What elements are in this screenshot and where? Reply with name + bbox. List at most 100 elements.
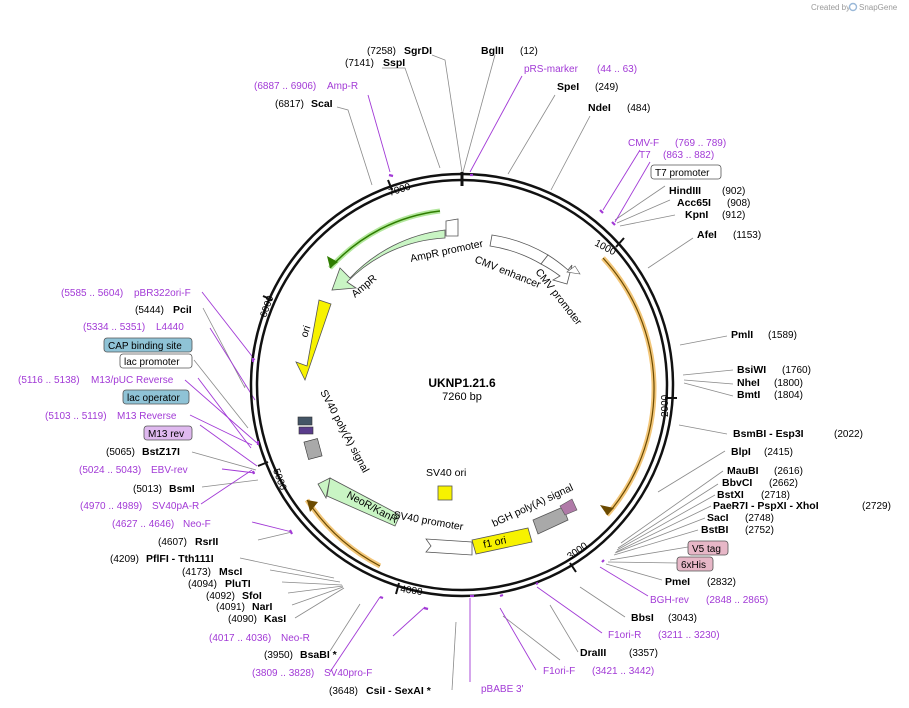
tick-2000: 2000	[660, 394, 671, 417]
pluti-pos: (4094)	[188, 579, 217, 590]
draiii-pos: (3357)	[629, 648, 658, 659]
feature-m13rev	[298, 426, 314, 435]
tick-7000: 7000	[388, 181, 413, 198]
msci-pos: (4173)	[182, 567, 211, 578]
bsmbi-label: BsmBI - Esp3I	[733, 428, 804, 440]
t7-pos: (863 .. 882)	[663, 150, 714, 161]
orf-arrow-2	[307, 500, 318, 512]
pmli-pos: (1589)	[768, 330, 797, 341]
cap-site-box	[103, 337, 193, 353]
pcii-label: PciI	[173, 304, 192, 316]
maubi-label: MauBI	[727, 465, 759, 477]
label-ampr-promoter: AmpR promoter	[409, 238, 484, 265]
feature-ori	[295, 299, 332, 382]
bstxi-pos: (2718)	[761, 490, 790, 501]
m13rev-box	[143, 425, 193, 441]
sv40par-label: SV40pA-R	[152, 501, 199, 512]
tick-1000: 1000	[593, 238, 618, 258]
feature-sv40-polya	[303, 438, 323, 460]
his6-label: 6xHis	[681, 560, 706, 571]
t7-promoter-box	[650, 164, 722, 180]
sv40prof-label: SV40pro-F	[324, 668, 372, 679]
v5-tag-box	[687, 540, 729, 556]
pmei-label: PmeI	[665, 576, 690, 588]
spei-pos: (249)	[595, 82, 618, 93]
sv40par-pos: (4970 .. 4989)	[80, 501, 142, 512]
m13rev-primer-label: M13 Reverse	[117, 411, 177, 422]
neor-primer-pos: (4017 .. 4036)	[209, 633, 271, 644]
feature-neor	[317, 477, 401, 527]
ampr-primer-label: Amp-R	[327, 81, 358, 92]
bstbi-label: BstBI	[701, 524, 729, 536]
t7-label: T7	[639, 150, 651, 161]
label-f1-ori: f1 ori	[482, 534, 507, 551]
cmvf-pos: (769 .. 789)	[675, 138, 726, 149]
label-ampr: AmpR	[349, 272, 379, 300]
neof-label: Neo-F	[183, 519, 211, 530]
pflfi-label: PflFI - Tth111I	[146, 553, 214, 565]
orf-arrow-1	[600, 505, 614, 515]
snapgene-logo-icon	[848, 2, 858, 12]
sspi-label: SspI	[383, 57, 405, 69]
sgrdi-pos: (7258)	[367, 46, 396, 57]
bmti-label: BmtI	[737, 389, 760, 401]
hindiii-pos: (902)	[722, 186, 745, 197]
bsiwi-pos: (1760)	[782, 365, 811, 376]
bsabi-label: BsaBI *	[300, 649, 338, 661]
paer7i-label: PaeR7I - PspXI - XhoI	[713, 500, 819, 512]
plasmid-name: UKNP1.21.6	[428, 376, 496, 390]
blpi-pos: (2415)	[764, 447, 793, 458]
feature-lac-operator	[297, 416, 313, 426]
feature-sv40-ori	[437, 485, 453, 501]
pmli-label: PmlI	[731, 329, 753, 341]
f1orir-pos: (3211 .. 3230)	[658, 630, 720, 641]
sv40prof-pos: (3809 .. 3828)	[252, 668, 314, 679]
blpi-label: BlpI	[731, 446, 751, 458]
pflfi-pos: (4209)	[110, 554, 139, 565]
prs-marker-label: pRS-marker	[524, 64, 579, 75]
tick-3000: 3000	[565, 540, 590, 562]
spei-label: SpeI	[557, 81, 579, 93]
bbvci-label: BbvCI	[722, 477, 752, 489]
lac-promoter-box	[119, 353, 193, 369]
bmti-pos: (1804)	[774, 390, 803, 401]
bbvci-pos: (2662)	[769, 478, 798, 489]
feature-sv40-promoter	[425, 538, 473, 556]
t7-promoter-label: T7 promoter	[655, 168, 710, 179]
his6-box	[676, 556, 714, 572]
l4440-label: L4440	[156, 322, 184, 333]
rsrii-pos: (4607)	[158, 537, 187, 548]
feature-ampr	[331, 229, 446, 291]
bstbi-pos: (2752)	[745, 525, 774, 536]
label-cmv-promoter: CMV promoter	[533, 266, 585, 328]
v5-tag-label: V5 tag	[692, 544, 721, 555]
bstz17i-pos: (5065)	[106, 447, 135, 458]
cmvf-label: CMV-F	[628, 138, 659, 149]
lac-operator-box	[122, 389, 190, 405]
m13puc-pos: (5116 .. 5138)	[18, 375, 80, 386]
f1orif-pos: (3421 .. 3442)	[592, 666, 654, 677]
sfoi-label: SfoI	[242, 590, 262, 602]
saci-pos: (2748)	[745, 513, 774, 524]
pluti-label: PluTI	[225, 578, 251, 590]
acc65i-pos: (908)	[727, 198, 750, 209]
bstxi-label: BstXI	[717, 489, 744, 501]
bsabi-pos: (3950)	[264, 650, 293, 661]
nhei-label: NheI	[737, 377, 760, 389]
lac-operator-label: lac operator	[127, 393, 180, 404]
bglii-pos: (12)	[520, 46, 538, 57]
ndei-pos: (484)	[627, 103, 650, 114]
credit-text: Created by	[811, 3, 850, 12]
kpni-pos: (912)	[722, 210, 745, 221]
bstz17i-label: BstZ17I	[142, 446, 180, 458]
tick-4000: 4000	[400, 584, 424, 598]
f1orir-label: F1ori-R	[608, 630, 641, 641]
saci-label: SacI	[707, 512, 729, 524]
csii-label: CsiI - SexAI *	[366, 685, 432, 697]
feature-cmv-promoter	[540, 254, 573, 285]
bbsi-pos: (3043)	[668, 613, 697, 624]
afei-pos: (1153)	[733, 230, 761, 241]
lac-promoter-label: lac promoter	[124, 357, 180, 368]
ndei-label: NdeI	[588, 102, 611, 114]
